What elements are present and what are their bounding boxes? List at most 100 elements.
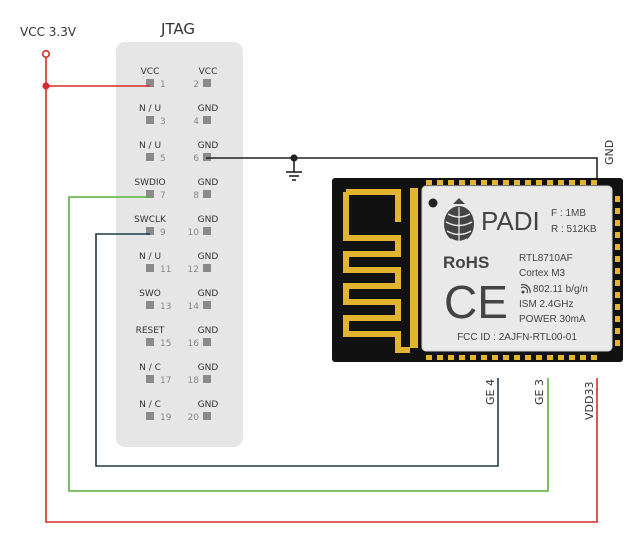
jtag-pin-number: 3: [160, 117, 166, 127]
jtag-pin-pad: [203, 227, 211, 235]
jtag-pin-pad: [203, 79, 211, 87]
jtag-pin-pad: [146, 153, 154, 161]
module-pin-gnd-label: GND: [603, 140, 616, 165]
jtag-pin-pad: [203, 264, 211, 272]
module-pad: [481, 180, 487, 185]
module-pad: [503, 355, 509, 360]
module-chip: RTL8710AF: [519, 253, 573, 264]
jtag-pin-number: 18: [188, 376, 200, 386]
jtag-pin-number: 4: [193, 117, 199, 127]
jtag-pin-pad: [146, 116, 154, 124]
vcc-source-label: VCC 3.3V: [20, 25, 77, 39]
rohs-mark: RoHS: [443, 253, 489, 272]
module-pad: [426, 355, 432, 360]
padi-module: PADI F : 1MB R : 512KB RoHS CE RTL8710AF…: [332, 178, 623, 362]
module-top-pads: [426, 180, 597, 185]
module-pad: [536, 355, 542, 360]
module-pad: [615, 256, 620, 262]
jtag-pin-label: N / U: [139, 141, 161, 151]
jtag-pin-label: N / C: [139, 400, 161, 410]
module-fcc-id: FCC ID : 2AJFN-RTL00-01: [457, 332, 577, 343]
jtag-pin-label: RESET: [136, 326, 165, 336]
module-pad: [470, 355, 476, 360]
jtag-pin-number: 9: [160, 228, 166, 238]
jtag-pin-pad: [203, 190, 211, 198]
module-pad: [426, 180, 432, 185]
jtag-pin-pad: [146, 190, 154, 198]
jtag-pin-label: SWDIO: [134, 178, 165, 188]
jtag-pin-pad: [203, 153, 211, 161]
module-pad: [481, 355, 487, 360]
module-pad: [492, 355, 498, 360]
jtag-pin-pad: [146, 375, 154, 383]
module-pad: [448, 355, 454, 360]
antenna-ground-strip: [410, 188, 418, 348]
jtag-pin-number: 16: [188, 339, 200, 349]
module-pad: [459, 355, 465, 360]
module-pad: [459, 180, 465, 185]
jtag-pin-pad: [146, 79, 154, 87]
module-pad: [580, 180, 586, 185]
module-pad: [514, 180, 520, 185]
module-right-pads: [615, 196, 620, 346]
module-pad: [580, 355, 586, 360]
module-flash-size: F : 1MB: [551, 208, 586, 219]
jtag-pin-number: 10: [188, 228, 200, 238]
jtag-pin-label: N / U: [139, 252, 161, 262]
jtag-pin-number: 19: [160, 413, 172, 423]
module-pad: [437, 180, 443, 185]
jtag-header: [116, 42, 243, 447]
module-pad: [615, 304, 620, 310]
antenna-trace: [343, 192, 410, 353]
module-pad: [615, 232, 620, 238]
module-pad: [615, 280, 620, 286]
jtag-pin-number: 11: [160, 265, 171, 275]
module-pad: [448, 180, 454, 185]
ground-symbol-icon: [286, 171, 302, 181]
jtag-pin-pad: [146, 301, 154, 309]
module-pad: [558, 180, 564, 185]
vcc-junction-dot: [42, 82, 50, 90]
jtag-pin-number: 12: [188, 265, 199, 275]
module-brand: PADI: [481, 206, 540, 236]
module-pad: [536, 180, 542, 185]
module-bottom-pads: [426, 355, 597, 360]
jtag-pin-pad: [203, 412, 211, 420]
module-pad: [558, 355, 564, 360]
jtag-pin-pad: [203, 375, 211, 383]
module-pin-ge3-label: GE 3: [533, 379, 546, 405]
swdio-wire: [68, 196, 549, 492]
module-pad: [514, 355, 520, 360]
module-pad: [615, 208, 620, 214]
module-pad: [615, 316, 620, 322]
jtag-pin-label: N / U: [139, 104, 161, 114]
jtag-pin-label: GND: [198, 252, 219, 262]
gnd-wire: [206, 157, 598, 180]
jtag-pin-pad: [203, 301, 211, 309]
jtag-pin-label: GND: [198, 400, 219, 410]
jtag-pin-number: 17: [160, 376, 171, 386]
pine-cone-logo-icon: [444, 198, 474, 243]
module-pad: [615, 196, 620, 202]
jtag-pin-label: GND: [198, 363, 219, 373]
jtag-right-pin-column: VCC2GND4GND6GND8GND10GND12GND14GND16GND1…: [188, 67, 219, 423]
jtag-pin-label: GND: [198, 104, 219, 114]
jtag-pin-pad: [146, 264, 154, 272]
module-pad: [615, 328, 620, 334]
module-pad: [569, 355, 575, 360]
module-pad: [615, 244, 620, 250]
jtag-pin-label: VCC: [141, 67, 160, 77]
jtag-pin-pad: [146, 227, 154, 235]
jtag-pin-number: 8: [193, 191, 199, 201]
jtag-pin-number: 15: [160, 339, 171, 349]
jtag-pin-label: GND: [198, 289, 219, 299]
module-pad: [525, 355, 531, 360]
module-pad: [547, 180, 553, 185]
jtag-pin-pad: [146, 338, 154, 346]
module-ram-size: R : 512KB: [551, 224, 597, 235]
module-core: Cortex M3: [519, 268, 566, 279]
jtag-pin-number: 6: [193, 154, 199, 164]
jtag-pin-label: GND: [198, 178, 219, 188]
module-pad: [615, 340, 620, 346]
